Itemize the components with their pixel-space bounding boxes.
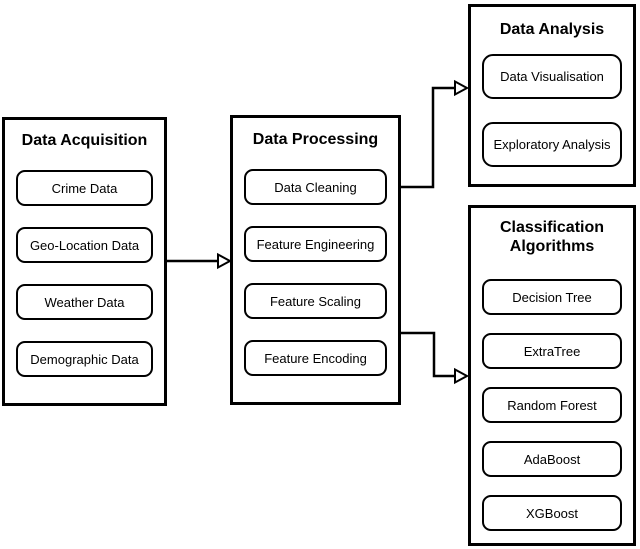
item-list: Data Cleaning Feature Engineering Featur…	[233, 169, 398, 377]
node-exploratory-analysis: Exploratory Analysis	[482, 122, 622, 168]
node-feature-encoding: Feature Encoding	[244, 340, 387, 377]
node-geo-location-data: Geo-Location Data	[16, 227, 153, 264]
node-extratree: ExtraTree	[482, 333, 622, 370]
arrow-processing-to-classification-icon	[401, 331, 470, 385]
panel-data-processing: Data Processing Data Cleaning Feature En…	[230, 115, 401, 405]
arrow-acquisition-to-processing-icon	[167, 252, 233, 270]
panel-title-data-acquisition: Data Acquisition	[21, 132, 148, 149]
node-feature-engineering: Feature Engineering	[244, 226, 387, 263]
node-data-visualisation: Data Visualisation	[482, 54, 622, 100]
item-list: Crime Data Geo-Location Data Weather Dat…	[5, 170, 164, 378]
node-xgboost: XGBoost	[482, 495, 622, 532]
node-adaboost: AdaBoost	[482, 441, 622, 478]
node-demographic-data: Demographic Data	[16, 341, 153, 378]
panel-data-acquisition: Data Acquisition Crime Data Geo-Location…	[2, 117, 167, 406]
panel-title-data-processing: Data Processing	[252, 131, 379, 148]
item-list: Decision Tree ExtraTree Random Forest Ad…	[471, 279, 633, 532]
node-crime-data: Crime Data	[16, 170, 153, 207]
arrow-processing-to-analysis-icon	[401, 79, 470, 189]
item-list: Data Visualisation Exploratory Analysis	[471, 54, 633, 168]
node-weather-data: Weather Data	[16, 284, 153, 321]
panel-title-classification-algorithms: Classification Algorithms	[499, 219, 605, 256]
node-random-forest: Random Forest	[482, 387, 622, 424]
panel-title-data-analysis: Data Analysis	[499, 21, 605, 38]
panel-classification-algorithms: Classification Algorithms Decision Tree …	[468, 205, 636, 546]
node-data-cleaning: Data Cleaning	[244, 169, 387, 206]
node-feature-scaling: Feature Scaling	[244, 283, 387, 320]
node-decision-tree: Decision Tree	[482, 279, 622, 316]
panel-data-analysis: Data Analysis Data Visualisation Explora…	[468, 4, 636, 187]
